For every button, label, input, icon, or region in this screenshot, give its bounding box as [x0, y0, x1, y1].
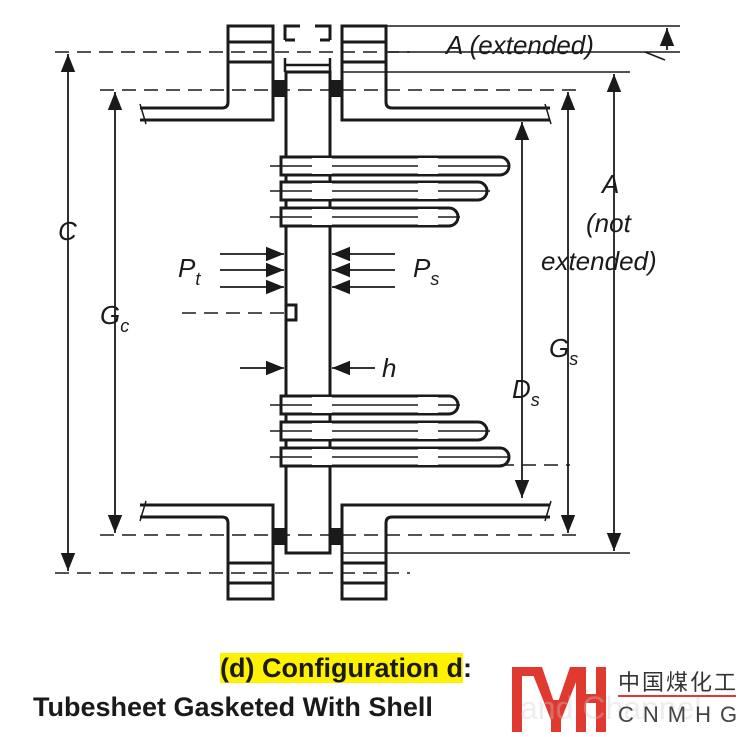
tube	[270, 155, 511, 177]
tube	[270, 420, 490, 442]
label-ps: Ps	[413, 253, 439, 289]
logo-chinese-text: 中国煤化工	[618, 670, 738, 695]
bottom-flange-assembly	[138, 499, 553, 601]
caption-line-2: Tubesheet Gasketed With Shell	[33, 692, 433, 722]
tube	[270, 446, 511, 468]
extension-lines	[55, 51, 580, 574]
tube-bundle	[270, 155, 511, 468]
tube	[270, 180, 490, 202]
label-not: (not	[586, 208, 633, 238]
label-a-extended: A (extended)	[444, 30, 594, 60]
cnmhg-logo-mark	[512, 667, 606, 732]
label-gs: Gs	[549, 333, 578, 369]
label-gc: Gc	[100, 300, 129, 336]
label-extended: extended)	[541, 246, 657, 276]
tubesheet	[284, 70, 332, 555]
caption-line-1: (d) Configuration d:	[220, 653, 472, 683]
label-h: h	[382, 353, 396, 383]
label-ds: Ds	[512, 374, 540, 410]
logo-latin-text: CNMHG	[618, 702, 738, 727]
label-c: C	[58, 216, 77, 246]
label-a: A	[600, 169, 619, 199]
logo-divider	[618, 695, 736, 697]
channel-cover-dashed	[283, 24, 332, 42]
label-pt: Pt	[178, 253, 201, 289]
